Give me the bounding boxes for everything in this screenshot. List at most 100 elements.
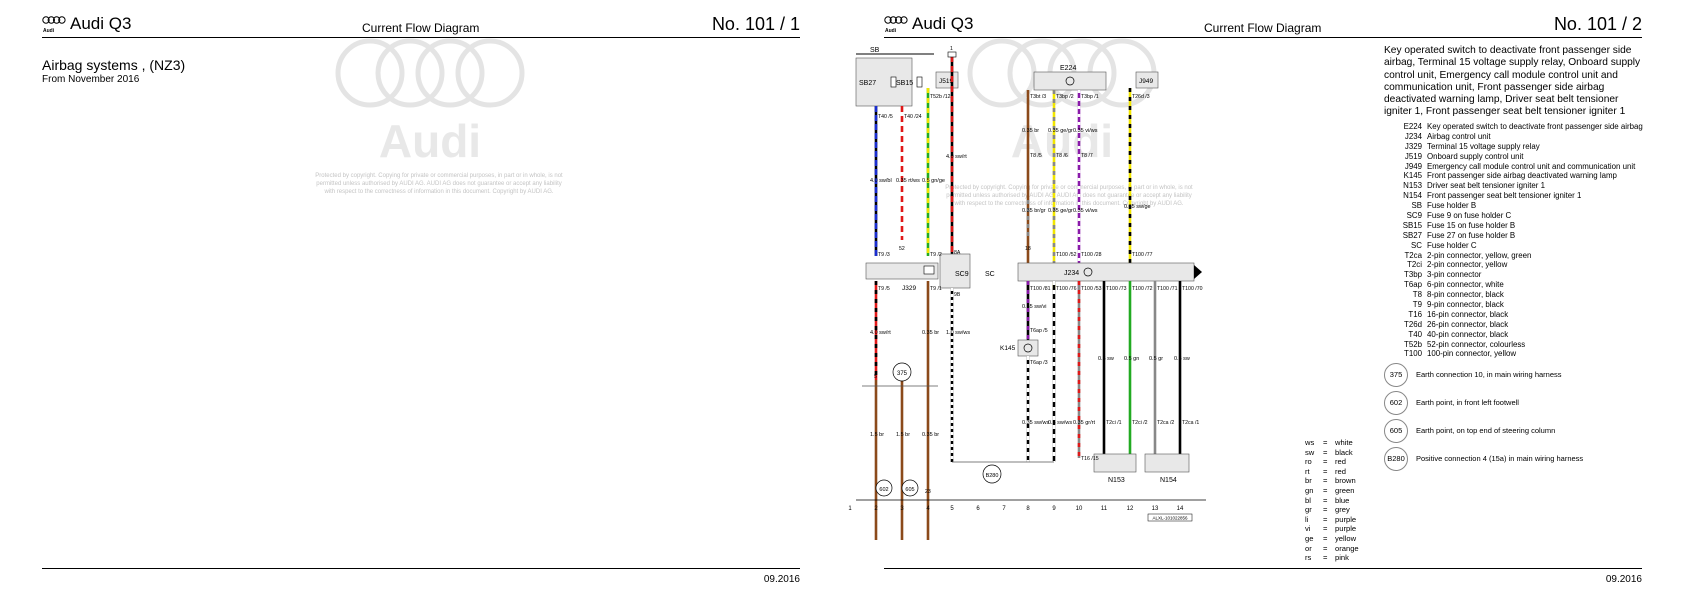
legend-text: Fuse 9 on fuse holder C [1427,211,1512,221]
equals-sign: = [1323,466,1328,476]
pin-t100-53: T100 /53 [1081,286,1102,292]
legend-code: T26d [1404,319,1422,329]
color-abbr: gn [1305,485,1314,495]
wire-spec-w10: 0.35 vi/ws [1073,128,1098,134]
legend-text: Fuse 15 on fuse holder B [1427,220,1516,230]
wire-spec-w10b: 0.35 vi/ws [1073,208,1098,214]
legend-text: Driver seat belt tensioner igniter 1 [1427,181,1545,191]
color-key-row: br=brown [1305,476,1359,486]
pin-t100-73: T100 /73 [1106,286,1127,292]
wiring-diagram: SB SB27 SB15 J519 E224 J949 [848,46,1206,540]
pin-t26d: T26d /3 [1132,94,1150,100]
color-name: pink [1335,553,1349,563]
doc-reference-box [1147,513,1193,522]
column-number: 10 [1076,506,1083,512]
color-key-row: ge=yellow [1305,534,1359,544]
footer-divider [42,568,800,569]
wire-spec-w11: 0.5 sw [1098,356,1114,362]
k145-label: K145 [1000,345,1016,352]
ground-code-circle-icon: 605 [1384,419,1408,444]
ground-602-icon [875,479,893,497]
wire-spec-w12: 0.35 sw/ge [1124,204,1151,210]
legend-code: T8 [1412,290,1422,300]
pin-t2ci1: T2ci /1 [1106,420,1122,426]
legend-text: Emergency call module control unit and c… [1427,161,1636,171]
legend-code: J234 [1404,131,1422,141]
wire-spec-w8b: 0.35 br/gr [1022,208,1046,214]
legend-text: 2-pin connector, yellow, green [1427,250,1532,260]
column-number: 11 [1101,506,1108,512]
color-name: orange [1335,543,1359,553]
pin-t6ap3: T6ap /3 [1030,360,1048,366]
j329-box [865,262,939,280]
wire-spec-w3d: 1.5 br [896,432,910,438]
footer-date: 09.2016 [763,574,800,585]
pin-t8-6: T8 /6 [1056,153,1068,159]
e224-box [1033,71,1107,91]
color-abbr: ge [1305,533,1314,543]
legend-code: SC9 [1406,211,1422,221]
footer-divider [884,568,1642,569]
equals-sign: = [1323,524,1328,534]
ground-code-circle-icon: 375 [1384,363,1408,388]
n154-label: N154 [1160,477,1177,484]
legend-code: SB [1411,201,1422,211]
pin-t3bp2: T3bp /2 [1056,94,1074,100]
color-name: black [1335,447,1353,457]
pin-t16: T16 /15 [1081,456,1099,462]
pin-t100-81: T100 /81 [1030,286,1051,292]
color-key-row: rs=pink [1305,553,1359,563]
legend-code: T9 [1412,300,1422,310]
column-number: 5 [950,506,954,512]
e224-label: E224 [1060,65,1076,72]
page-2: Audi Audi Q3 Current Flow Diagram No. 10… [842,0,1684,596]
page-description: Key operated switch to deactivate front … [1384,45,1641,118]
column-number: 1 [848,506,852,512]
legend-text: 16-pin connector, black [1427,309,1509,319]
equals-sign: = [1323,543,1328,553]
legend-text: 52-pin connector, colourless [1427,339,1526,349]
j234-box [1017,262,1195,282]
page-1: Audi Audi Q3 Current Flow Diagram No. 10… [42,14,800,585]
legend-text: Airbag control unit [1427,131,1491,141]
legend-text: Front passenger side airbag deactivated … [1427,171,1617,181]
equals-sign: = [1323,553,1328,563]
column-number: 6 [976,506,980,512]
wire-spec-w2c: 4.0 sw/rt [870,330,891,336]
header-divider [884,37,1642,38]
legend-text: Fuse holder B [1427,201,1477,211]
pin-k18: 18 [1025,246,1031,252]
pin-t100-77: T100 /77 [1132,252,1153,258]
j519-label: J519 [939,78,953,85]
key-switch-icon [1065,76,1075,86]
pin-t100-76: T100 /76 [1056,286,1077,292]
color-key-row: ro=red [1305,457,1359,467]
j234-label: J234 [1064,270,1079,277]
page-number: No. 101 / 1 [711,14,800,34]
color-key-row: rt=red [1305,467,1359,477]
splice-icon [947,51,957,58]
pin-t9-5: T9 /5 [878,286,890,292]
legend-code: T2ci [1407,260,1422,270]
legend-text: Fuse holder C [1427,240,1477,250]
legend-row: SC9 Fuse 9 on fuse holder C [1384,211,1646,221]
pin-t9-3: T9 /3 [878,252,890,258]
ground-602-label: 602 [879,487,888,493]
wire-spec-w4d: 0.35 br [922,432,939,438]
sb27-label: SB27 [859,80,876,87]
wire-spec-w8: 0.35 br [1022,128,1039,134]
equals-sign: = [1323,495,1328,505]
column-number: 4 [926,506,930,512]
k145-box [1017,339,1039,357]
